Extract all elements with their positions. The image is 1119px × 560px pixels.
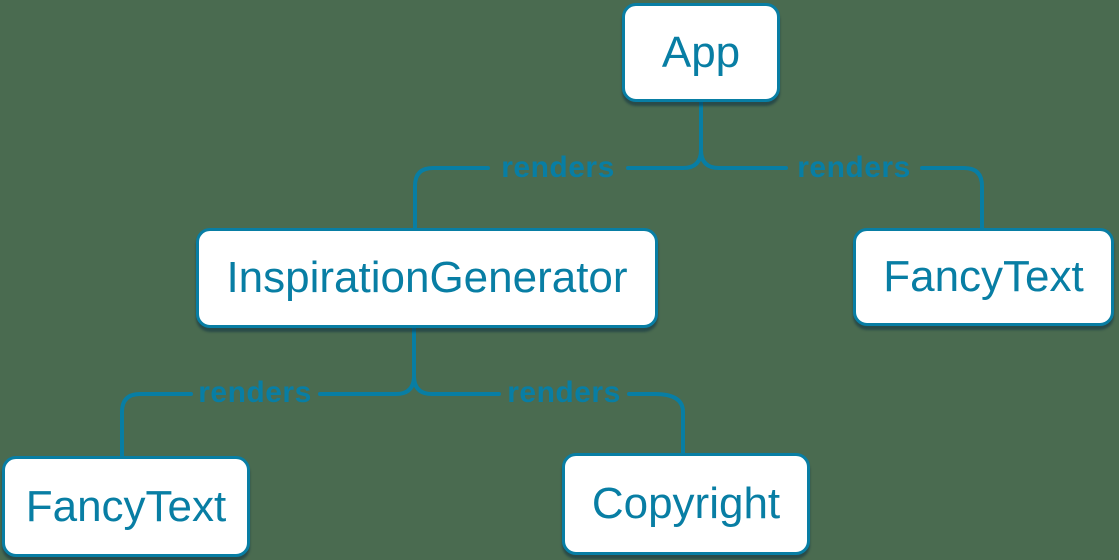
edge-app-to-fancy-text xyxy=(699,148,984,230)
edge-inspiration-generator-to-copyright xyxy=(412,374,685,455)
node-copyright: Copyright xyxy=(562,453,810,555)
node-copyright-label: Copyright xyxy=(591,479,781,528)
node-fancy-text-right-label: FancyText xyxy=(883,252,1084,301)
edge-label-renders-inspiration-copyright: renders xyxy=(507,376,621,409)
edge-label-renders-app-fancy-text: renders xyxy=(797,151,911,184)
node-inspiration-generator-label: InspirationGenerator xyxy=(226,253,628,302)
edge-label-renders-inspiration-fancy-text: renders xyxy=(198,376,312,409)
node-fancy-text-left: FancyText xyxy=(2,456,250,557)
edge-label-renders-app-inspiration: renders xyxy=(501,151,615,184)
node-app-label: App xyxy=(661,27,741,77)
node-inspiration-generator: InspirationGenerator xyxy=(196,228,658,328)
node-fancy-text-right: FancyText xyxy=(853,228,1114,326)
node-fancy-text-left-label: FancyText xyxy=(25,481,227,531)
node-app: App xyxy=(622,3,780,102)
